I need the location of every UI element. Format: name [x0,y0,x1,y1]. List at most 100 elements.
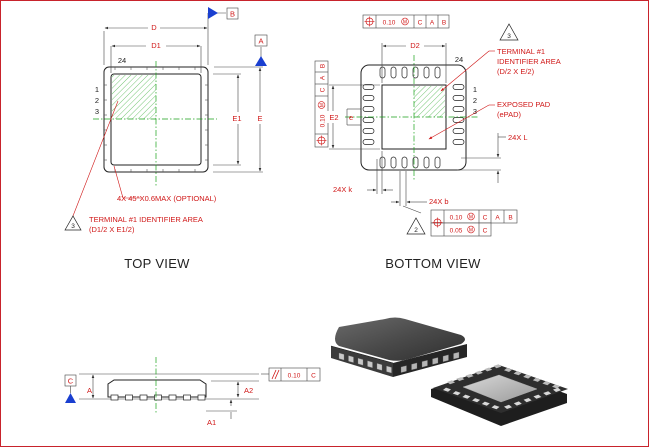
lead-pad [452,106,465,112]
bottom-leads [362,66,465,169]
lead-pad [362,106,375,112]
lead-pad [390,156,397,169]
fcf-side-b: B [320,64,327,68]
fcf-top-tol: 0.10 [383,20,396,27]
side-lead [197,394,206,401]
top-pin3-label: 3 [95,107,99,116]
top-pin2-label: 2 [95,96,99,105]
datum-a-box [254,34,268,47]
bottom-note3-number: 3 [507,33,511,40]
top-view: D D1 B A E1 E 24 1 2 3 4X [64,7,268,271]
dim-e1-label: E1 [232,114,241,123]
side-view: A C A2 A1 0.10 C [64,357,321,427]
dim-d-label: D [151,23,157,32]
lead-pad [452,139,465,145]
terminal-label-2: IDENTIFIER AREA [497,57,561,66]
lead-k-label: 24X k [333,185,352,194]
bottom-note3-triangle [499,23,519,41]
top-terminal-note-1: TERMINAL #1 IDENTIFIER AREA [89,215,203,224]
fcf-bottom-a1: A [495,215,500,222]
top-note3-number: 3 [71,223,75,230]
datum-c-triangle [65,393,76,403]
top-pin24-label: 24 [118,56,126,65]
side-lead [154,394,162,401]
lead-pad [362,117,375,123]
side-leads [110,394,206,401]
exposed-pad-label-1: EXPOSED PAD [497,100,551,109]
note2-triangle [406,217,426,235]
fcf-side-a: A [320,75,327,80]
top-leads-right [205,84,208,161]
flatness-datum: C [311,373,316,380]
dim-a1-label: A1 [207,418,216,427]
fcf-bottom: 0.10 M C A B 0.05 M C [430,209,518,237]
side-lead [110,394,119,401]
fcf-side: 0.10 M C A B [314,60,329,148]
fcf-top-b: B [442,20,446,27]
exposed-pad-label-2: (ePAD) [497,110,522,119]
flatness-fcf: 0.10 C [261,367,321,382]
lead-pad [452,128,465,134]
fcf-bottom-c2: C [483,228,488,235]
top-note3-triangle [64,215,82,231]
top-pin1-label: 1 [95,85,99,94]
fcf-side-tol: 0.10 [320,114,327,127]
dim-d1-label: D1 [151,41,161,50]
fcf-bottom-b1: B [508,215,512,222]
datum-b-triangle [208,7,218,19]
chip-3d-bottom-image [431,364,568,426]
svg-text:M: M [469,215,473,221]
top-leads-top [114,67,196,70]
fcf-bottom-tol2: 0.05 [450,228,463,235]
side-lead [125,394,133,401]
side-lead [168,394,177,401]
lead-pad [362,139,375,145]
lead-pad [379,156,386,169]
lead-b-label: 24X b [429,197,449,206]
svg-text:M: M [403,20,407,26]
bottom-pin1-area [414,86,445,117]
bottom-package-outline [360,64,467,171]
datum-b-label: B [230,10,235,19]
lead-pad [362,95,375,101]
lead-pad [401,66,408,79]
lead-pad [390,66,397,79]
lead-pad [401,156,408,169]
fcf-top-a: A [430,20,435,27]
datum-b-box [226,7,239,20]
datum-a-triangle [255,56,267,66]
bottom-view-title: BOTTOM VIEW [385,256,481,271]
top-view-title: TOP VIEW [124,256,190,271]
lead-pad [452,84,465,90]
flatness-tol: 0.10 [288,373,301,380]
lead-pad [362,128,375,134]
terminal-label-3: (D/2 X E/2) [497,67,535,76]
bottom-view: 0.10 M C A B D2 0.10 M C A B [314,14,561,271]
dim-e-pitch: e [349,113,353,122]
lead-pad [379,66,386,79]
fcf-top-c: C [418,20,423,27]
top-terminal-note-2: (D1/2 X E1/2) [89,225,135,234]
fcf-side-c: C [320,87,327,92]
lead-pad [434,66,441,79]
lead-pad [434,156,441,169]
datum-a-label: A [258,37,263,46]
top-leads-bottom [114,169,196,172]
svg-text:M: M [469,228,473,234]
note2-number: 2 [414,227,418,234]
fcf-bottom-tol1: 0.10 [450,215,463,222]
bottom-pin24-label: 24 [455,55,463,64]
side-package-body [107,379,207,398]
chip-3d-top-image [330,317,467,377]
svg-text:M: M [320,103,326,107]
bottom-pin2-label: 2 [473,96,477,105]
chamfer-note: 4X 45°X0.6MAX (OPTIONAL) [117,194,217,203]
dim-a-label: A [87,386,92,395]
bottom-pin3-label: 3 [473,107,477,116]
dim-e2-label: E2 [329,113,338,122]
fcf-bottom-c1: C [483,215,488,222]
terminal-label-1: TERMINAL #1 [497,47,545,56]
side-lead [139,394,148,401]
